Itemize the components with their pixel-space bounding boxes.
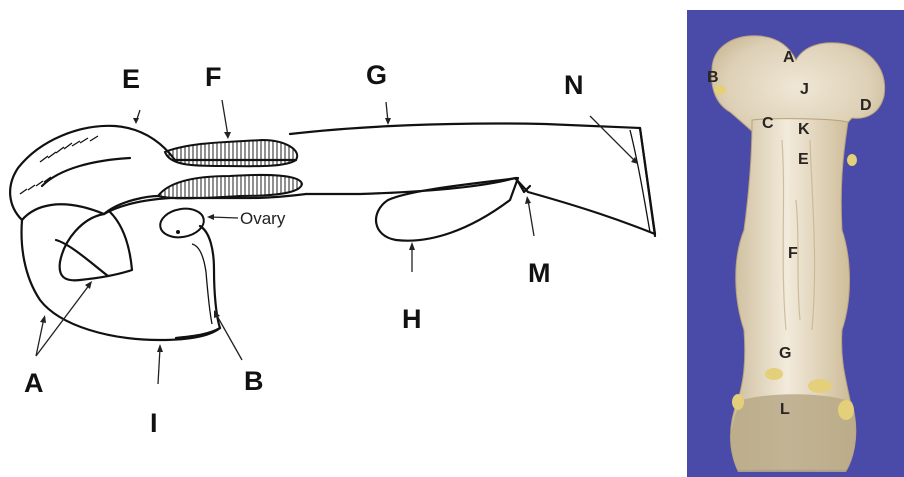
photo-label-a: A <box>783 49 795 66</box>
label-m: M <box>528 258 551 288</box>
label-h: H <box>402 304 422 334</box>
photo-label-e: E <box>798 151 809 168</box>
broad-ligament-upper <box>165 140 297 166</box>
ovary-dot <box>176 230 180 234</box>
label-n: N <box>564 70 584 100</box>
label-g: G <box>366 60 387 90</box>
label-b: B <box>244 366 264 396</box>
label-ovary: Ovary <box>240 209 286 228</box>
label-i: I <box>150 408 158 438</box>
photo-label-l: L <box>780 401 790 418</box>
photo-label-d: D <box>860 97 872 114</box>
photo-label-c: C <box>762 115 774 132</box>
tract-body-outline <box>290 123 655 234</box>
label-a: A <box>24 368 44 398</box>
specimen-cervix <box>731 394 856 472</box>
photo-label-j: J <box>800 81 809 98</box>
photo-label-k: K <box>798 121 810 138</box>
horn-inner-curve <box>56 240 108 276</box>
ovary-shape <box>158 205 206 240</box>
oviduct <box>176 226 220 338</box>
bladder-shape <box>376 178 518 241</box>
photo-label-f: F <box>788 245 798 262</box>
broad-ligament-lower <box>158 175 302 198</box>
uterine-horn-inner <box>22 196 158 220</box>
photo-label-b: B <box>707 69 719 86</box>
specimen-photo: A B J D C K E F G L <box>687 10 904 477</box>
label-f: F <box>205 62 222 92</box>
label-e: E <box>122 64 140 94</box>
photo-label-g: G <box>779 345 791 362</box>
reproductive-tract-drawing: E F G N Ovary M H A B I <box>10 60 655 438</box>
uterine-horn-ridge <box>42 158 130 186</box>
oviduct-inner <box>192 244 212 324</box>
